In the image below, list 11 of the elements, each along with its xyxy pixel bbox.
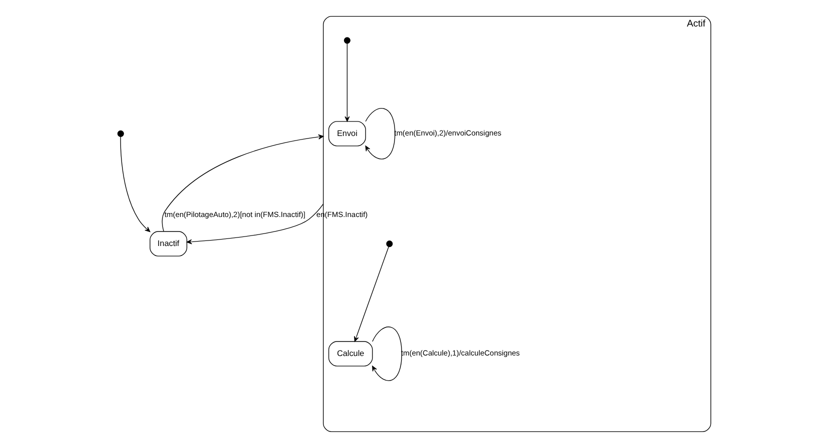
arrow bbox=[364, 108, 395, 160]
arrow bbox=[161, 134, 324, 232]
arrow bbox=[186, 204, 324, 244]
edge-label: tm(en(PilotageAuto),2)[not in(FMS.Inactif)] bbox=[164, 210, 305, 220]
arrow bbox=[372, 326, 402, 381]
arrow bbox=[120, 136, 150, 232]
node-circle bbox=[343, 37, 350, 44]
arrow bbox=[344, 43, 350, 122]
node-circle bbox=[386, 240, 392, 248]
arrow bbox=[354, 246, 388, 342]
node-circle bbox=[116, 130, 124, 137]
